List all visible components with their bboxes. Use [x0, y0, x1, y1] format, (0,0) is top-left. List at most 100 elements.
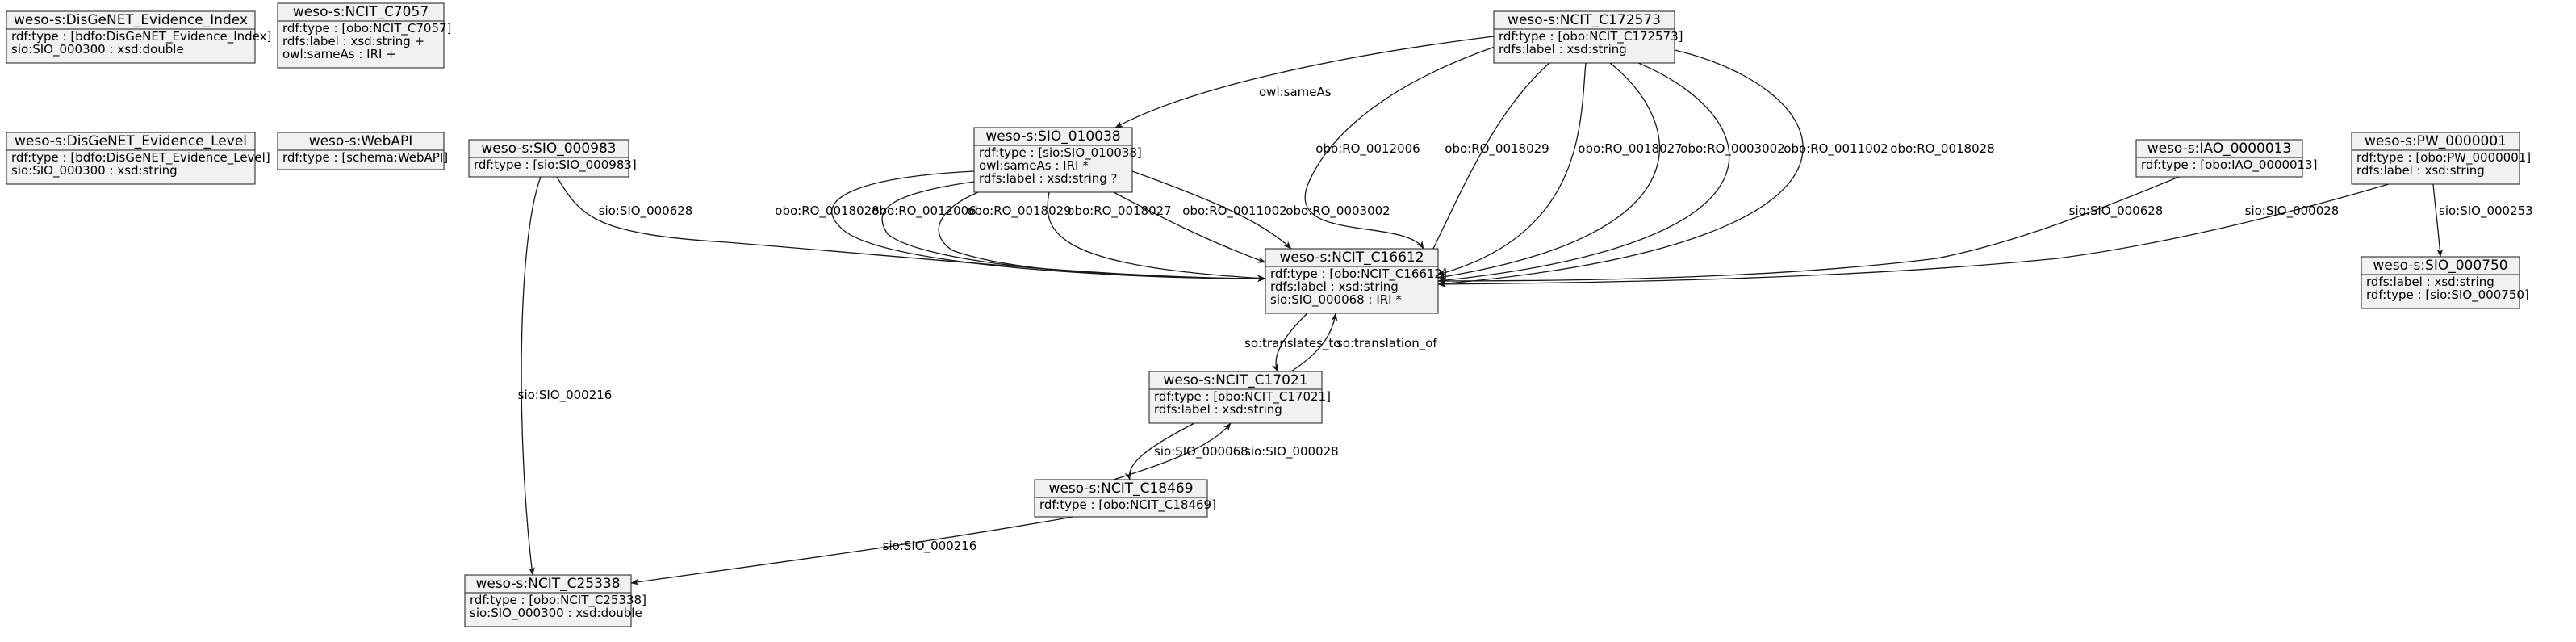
edge-label: sio:SIO_000253	[2439, 204, 2533, 219]
edge-label: sio:SIO_000216	[518, 388, 613, 403]
class-box-title: weso-s:SIO_000750	[2373, 258, 2507, 274]
edge-label: obo:RO_0018027	[1067, 204, 1171, 219]
edge-label: obo:RO_0018029	[1445, 141, 1549, 157]
edge-label: obo:RO_0011002	[1182, 204, 1286, 219]
class-box-attribute: rdf:type : [obo:NCIT_C17021]	[1154, 389, 1331, 405]
edge-pw-0000001-to-sio-000750	[2432, 183, 2444, 258]
edge-iao-0000013-to-ncit-c16612	[1437, 176, 2180, 284]
class-box-frame	[6, 132, 256, 185]
class-box-title: weso-s:DisGeNET_Evidence_Level	[15, 133, 247, 149]
class-box-title: weso-s:SIO_010038	[985, 128, 1120, 145]
class-box-frame	[1034, 479, 1208, 518]
class-box-attribute: rdfs:label : xsd:string ?	[979, 171, 1118, 186]
edge-label: sio:SIO_000028	[2245, 204, 2340, 219]
class-box-title: weso-s:NCIT_C7057	[293, 4, 429, 20]
edge-label: obo:RO_0003002	[1680, 141, 1784, 157]
edge-sio-000983-to-ncit-c25338	[521, 176, 542, 576]
class-box-frame	[1265, 248, 1439, 314]
edge-label: obo:RO_0012006	[1315, 141, 1420, 157]
class-box-attribute: sio:SIO_000068 : IRI *	[1270, 292, 1402, 308]
class-box-frame	[277, 2, 445, 69]
edge-ncit-c172573-to-ncit-c16612	[1437, 49, 1804, 287]
class-box-attribute: rdf:type : [bdfo:DisGeNET_Evidence_Index…	[11, 29, 271, 44]
class-box-frame	[2351, 132, 2520, 185]
edge-ncit-c172573-to-ncit-c16612	[1428, 62, 1550, 259]
edge-ncit-c172573-to-sio-010038	[1114, 36, 1495, 128]
edge-label: obo:RO_0012006	[872, 204, 976, 219]
class-box-attribute: rdf:type : [obo:NCIT_C7057]	[282, 21, 451, 36]
edge-pw-0000001-to-ncit-c16612	[1437, 183, 2390, 287]
edge-label: obo:RO_0018028	[775, 204, 879, 219]
edge-ncit-c172573-to-ncit-c16612	[1437, 62, 1730, 284]
class-box-frame	[2361, 256, 2520, 309]
class-box-title: weso-s:SIO_000983	[481, 141, 616, 157]
class-box-attribute: rdf:type : [obo:NCIT_C18469]	[1039, 497, 1216, 513]
edge-label: obo:RO_0018028	[1890, 141, 1994, 157]
class-box-attribute: rdfs:label : xsd:string +	[282, 34, 424, 48]
edge-ncit-c18469-to-ncit-c25338	[630, 516, 1074, 585]
edge-sio-010038-to-ncit-c16612	[1113, 191, 1266, 263]
edge-label: so:translation_of	[1336, 336, 1437, 351]
class-box-frame	[468, 139, 629, 178]
class-box-attribute: rdf:type : [obo:PW_0000001]	[2356, 150, 2531, 166]
class-box-title: weso-s:WebAPI	[309, 133, 413, 149]
edge-ncit-c172573-to-ncit-c16612	[1437, 62, 1660, 280]
class-box-frame	[6, 10, 256, 64]
edge-label: sio:SIO_000628	[2069, 204, 2164, 219]
edge-label: obo:RO_0018027	[1578, 141, 1682, 157]
class-box-frame	[2135, 139, 2303, 178]
class-box-title: weso-s:NCIT_C16612	[1279, 250, 1424, 266]
edge-sio-000983-to-ncit-c16612	[556, 176, 1266, 282]
class-box-attribute: owl:sameAs : IRI *	[979, 158, 1089, 173]
class-box-attribute: rdf:type : [obo:NCIT_C172573]	[1499, 29, 1683, 44]
class-box-attribute: sio:SIO_000300 : xsd:double	[11, 42, 184, 57]
class-box-attribute: rdfs:label : xsd:string	[1154, 402, 1282, 417]
class-box-attribute: rdf:type : [sio:SIO_010038]	[979, 145, 1142, 161]
class-box-frame	[277, 132, 445, 170]
edge-label: obo:RO_0018029	[967, 204, 1071, 219]
class-box-attribute: rdf:type : [sio:SIO_000750]	[2366, 287, 2529, 303]
edge-ncit-c18469-to-ncit-c17021	[1113, 422, 1232, 480]
class-box-attribute: sio:SIO_000300 : xsd:string	[11, 163, 178, 178]
edge-ncit-c172573-to-ncit-c16612	[1437, 62, 1587, 276]
edge-label: owl:sameAs	[1259, 85, 1332, 99]
edge-ncit-c172573-to-ncit-c16612	[1304, 44, 1500, 250]
edge-label: sio:SIO_000628	[599, 204, 693, 219]
edge-label: obo:RO_0003002	[1286, 204, 1390, 219]
edge-sio-010038-to-ncit-c16612	[881, 181, 1266, 282]
edge-label: sio:SIO_000216	[883, 539, 977, 554]
class-box-attribute: rdfs:label : xsd:string	[2366, 275, 2494, 289]
class-box-attribute: owl:sameAs : IRI +	[282, 47, 396, 61]
edge-ncit-c16612-to-ncit-c17021	[1271, 313, 1308, 372]
class-box-attribute: sio:SIO_000300 : xsd:double	[470, 606, 642, 621]
class-box-frame	[1493, 10, 1675, 64]
class-box-frame	[464, 574, 632, 627]
edge-label: sio:SIO_000028	[1244, 444, 1339, 459]
class-box-attribute: rdfs:label : xsd:string	[2356, 163, 2485, 178]
edges-layer	[521, 36, 2444, 585]
class-box-attribute: rdf:type : [obo:IAO_0000013]	[2141, 157, 2318, 173]
class-box-title: weso-s:NCIT_C17021	[1163, 372, 1307, 388]
edge-sio-010038-to-ncit-c16612	[1131, 170, 1292, 250]
edge-label: obo:RO_0011002	[1784, 141, 1888, 157]
class-box-title: weso-s:DisGeNET_Evidence_Index	[14, 12, 248, 28]
edge-label: so:translates_to	[1244, 336, 1340, 351]
edge-ncit-c17021-to-ncit-c16612	[1290, 313, 1338, 372]
class-box-attribute: rdf:type : [sio:SIO_000983]	[474, 157, 637, 173]
